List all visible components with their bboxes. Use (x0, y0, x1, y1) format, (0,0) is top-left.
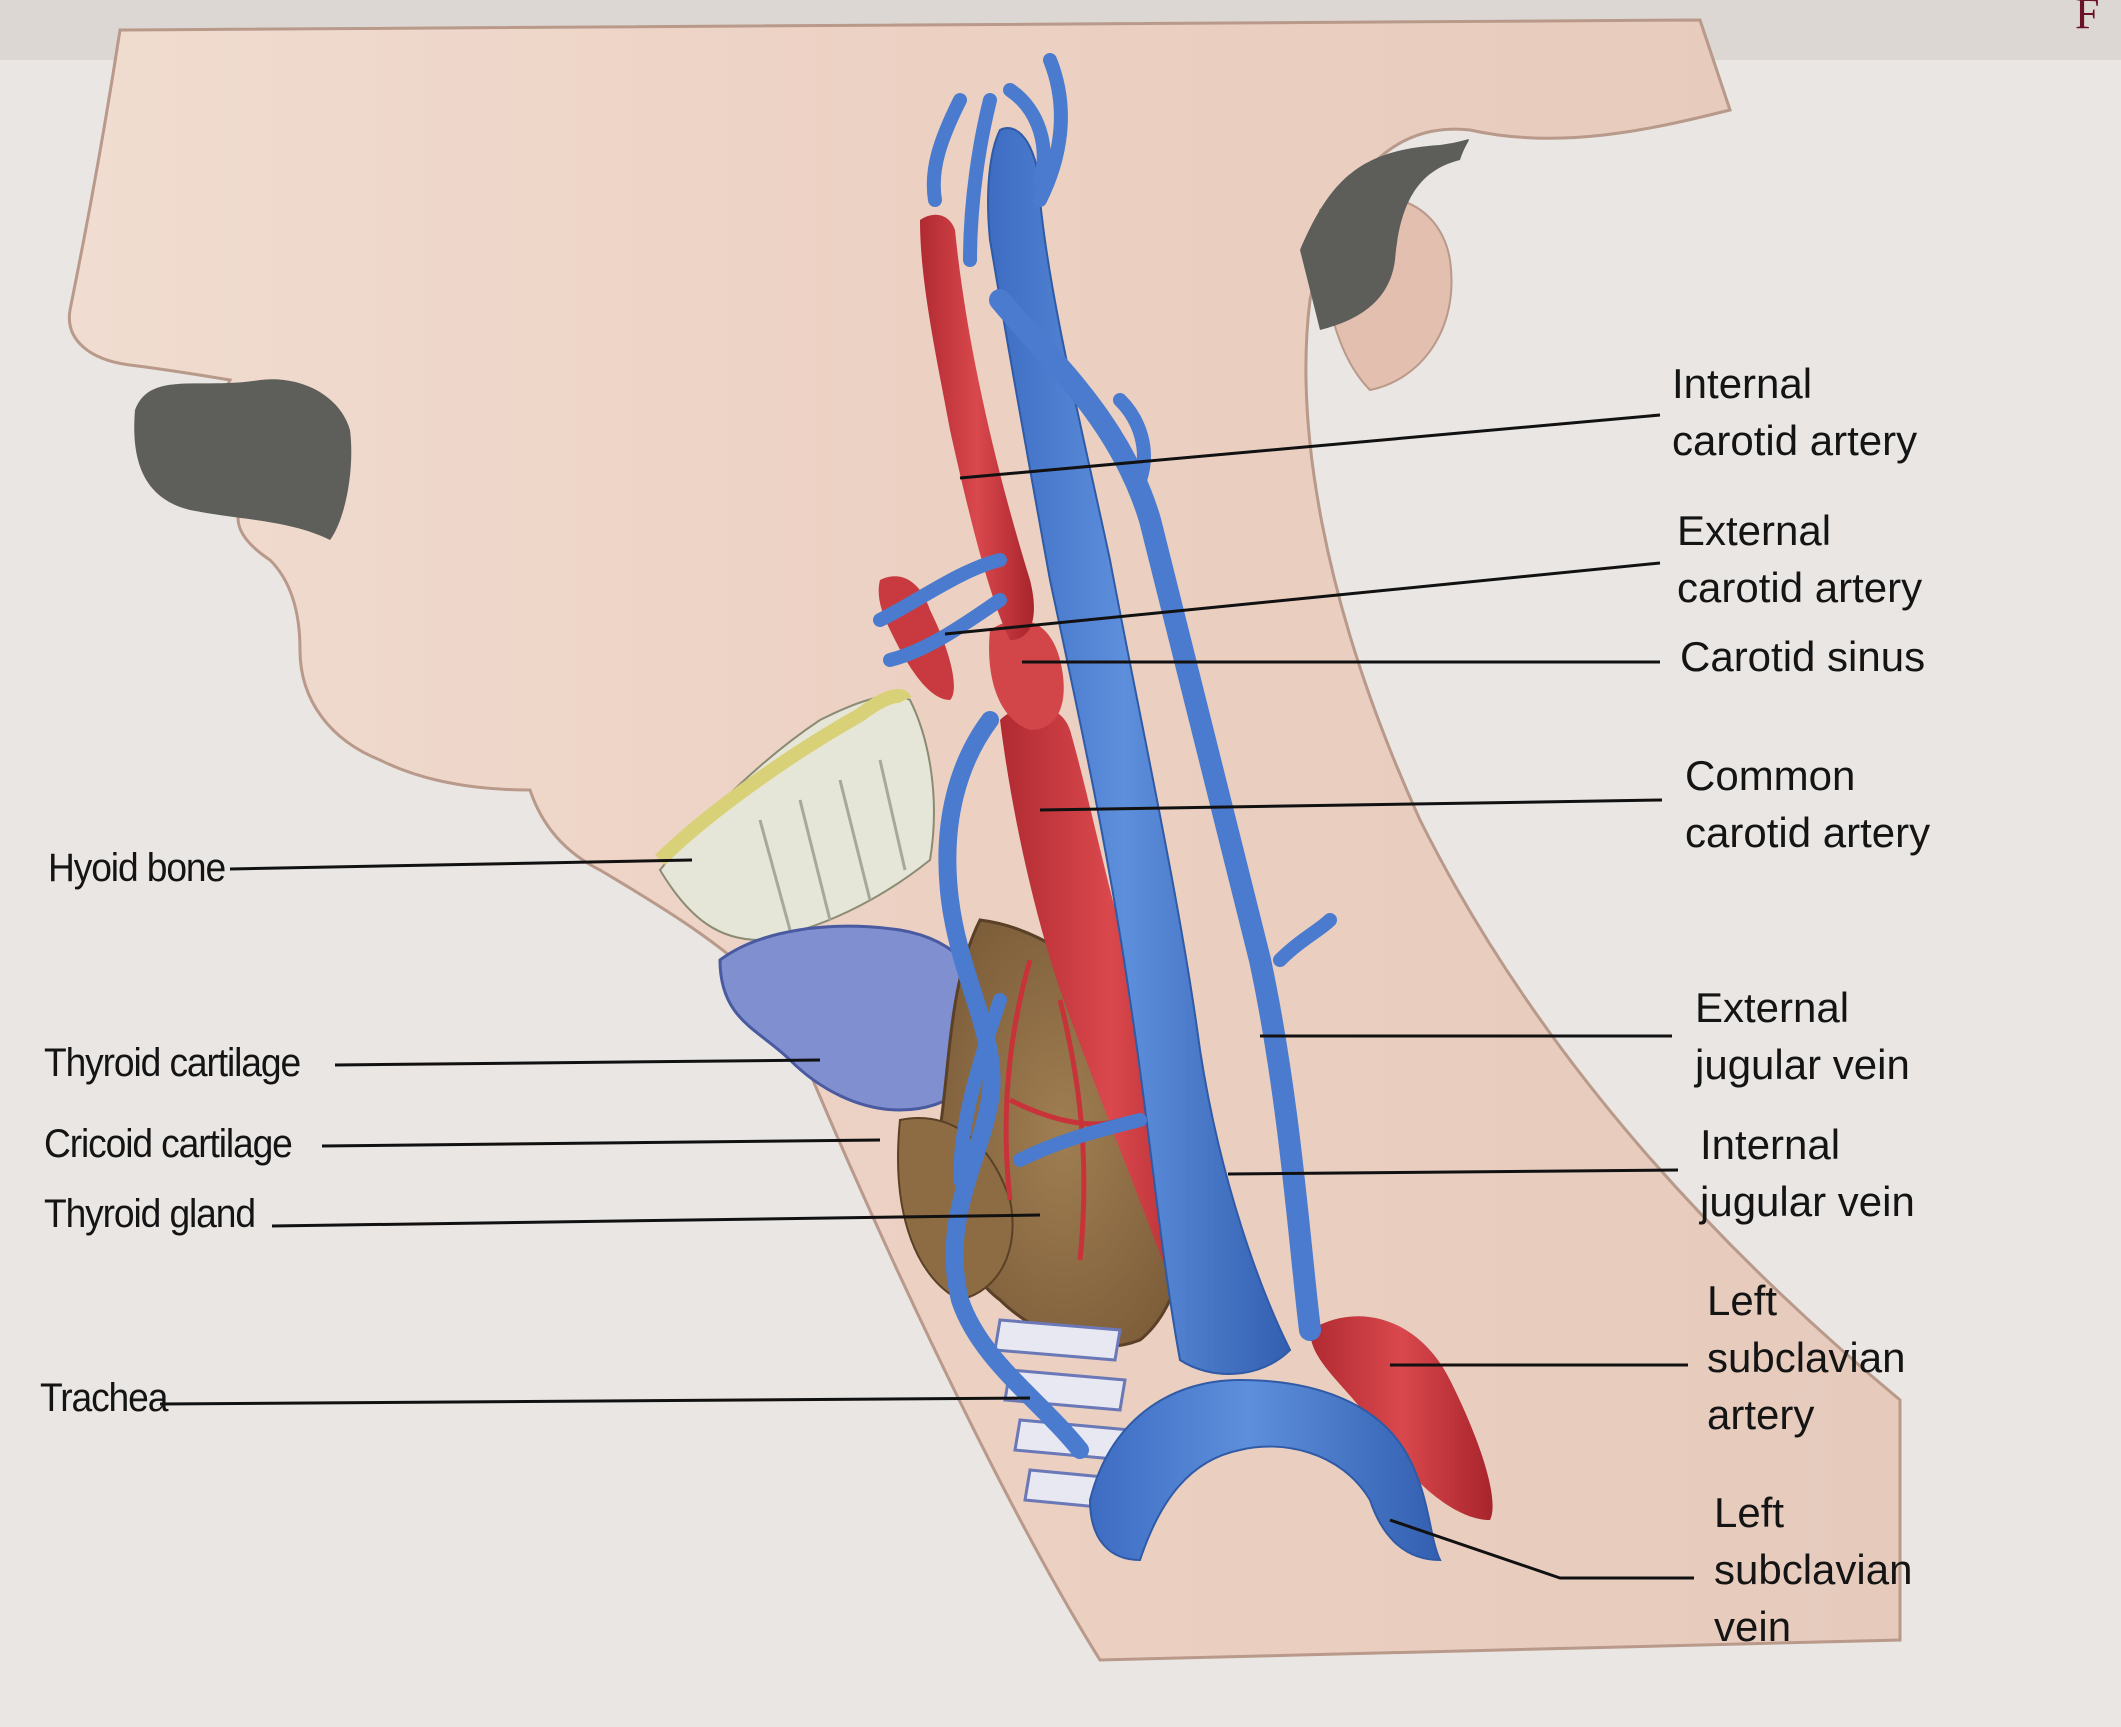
veins (873, 53, 1442, 1562)
label-external-carotid-artery: External carotid artery (1677, 507, 1923, 611)
leader-internal-jugular-vein (1227, 1168, 1679, 1176)
label-internal-carotid-artery: Internal carotid artery (1672, 360, 1918, 464)
leader-hyoid-bone (229, 858, 693, 871)
label-internal-jugular-vein: Internal jugular vein (1700, 1121, 1915, 1225)
leader-lines (159, 413, 1694, 1580)
internal-jugular-vein-shape (987, 127, 1292, 1375)
hyoid-bone-rim (655, 689, 912, 865)
leader-left-subclavian-vein (1389, 1518, 1694, 1580)
leader-cricoid-cartilage (321, 1138, 881, 1148)
label-trachea: Trachea (40, 1376, 168, 1420)
cartilage-stripes (758, 759, 907, 931)
carotid-sinus-shape (989, 620, 1064, 730)
leader-common-carotid-artery (1039, 798, 1663, 812)
label-cricoid-cartilage: Cricoid cartilage (44, 1122, 293, 1166)
leader-internal-carotid-artery (959, 413, 1661, 480)
leader-external-carotid-artery (944, 561, 1661, 636)
leader-thyroid-gland (271, 1213, 1041, 1228)
corner-figure-text: F (2075, 0, 2100, 38)
label-thyroid-gland: Thyroid gland (44, 1192, 256, 1236)
label-common-carotid-artery: Common carotid artery (1685, 752, 1931, 856)
label-thyroid-cartilage: Thyroid cartilage (44, 1041, 301, 1085)
label-hyoid-bone: Hyoid bone (48, 846, 226, 890)
mustache (134, 379, 352, 540)
hair (1300, 139, 1469, 330)
vein-branches (873, 53, 1337, 1187)
left-subclavian-vein-shape (1088, 1378, 1442, 1562)
leader-trachea (159, 1396, 1031, 1406)
external-jugular-vein-shape (989, 289, 1321, 1341)
internal-carotid-artery-shape (920, 214, 1034, 640)
label-left-subclavian-vein: Left subclavian vein (1714, 1489, 1913, 1650)
label-carotid-sinus: Carotid sinus (1680, 633, 1926, 680)
left-subclavian-artery-shape (1310, 1316, 1493, 1520)
anterior-vein-network (938, 711, 1089, 1459)
leader-thyroid-cartilage (334, 1058, 821, 1067)
label-left-subclavian-artery: Left subclavian artery (1707, 1277, 1906, 1438)
label-external-jugular-vein: External jugular vein (1695, 984, 1910, 1088)
